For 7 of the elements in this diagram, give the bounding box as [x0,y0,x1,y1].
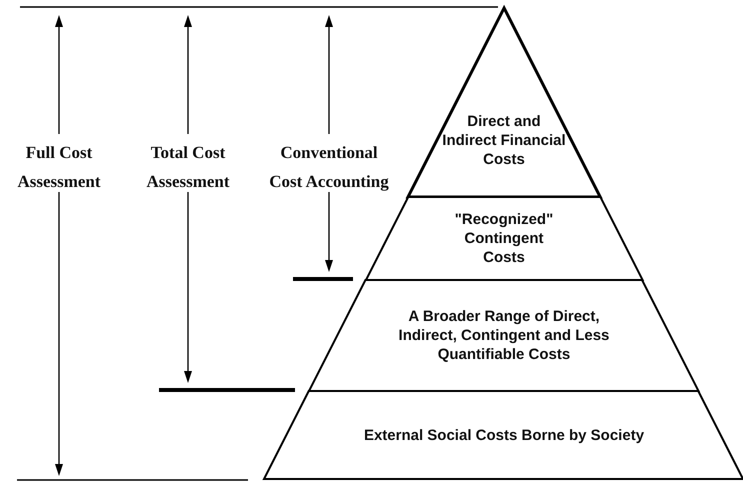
tier-label: "Recognized" Contingent Costs [454,210,554,267]
dimension-label: Total Cost Assessment [145,142,231,193]
tier-label: A Broader Range of Direct, Indirect, Contingent and Less Quantifiable Costs [398,307,610,364]
tier-label: Direct and Indirect Financial Costs [441,112,567,169]
dimension-label: Full Cost Assessment [16,142,102,193]
dimension-label: Conventional Cost Accounting [268,142,390,193]
tier-label: External Social Costs Borne by Society [364,426,644,444]
